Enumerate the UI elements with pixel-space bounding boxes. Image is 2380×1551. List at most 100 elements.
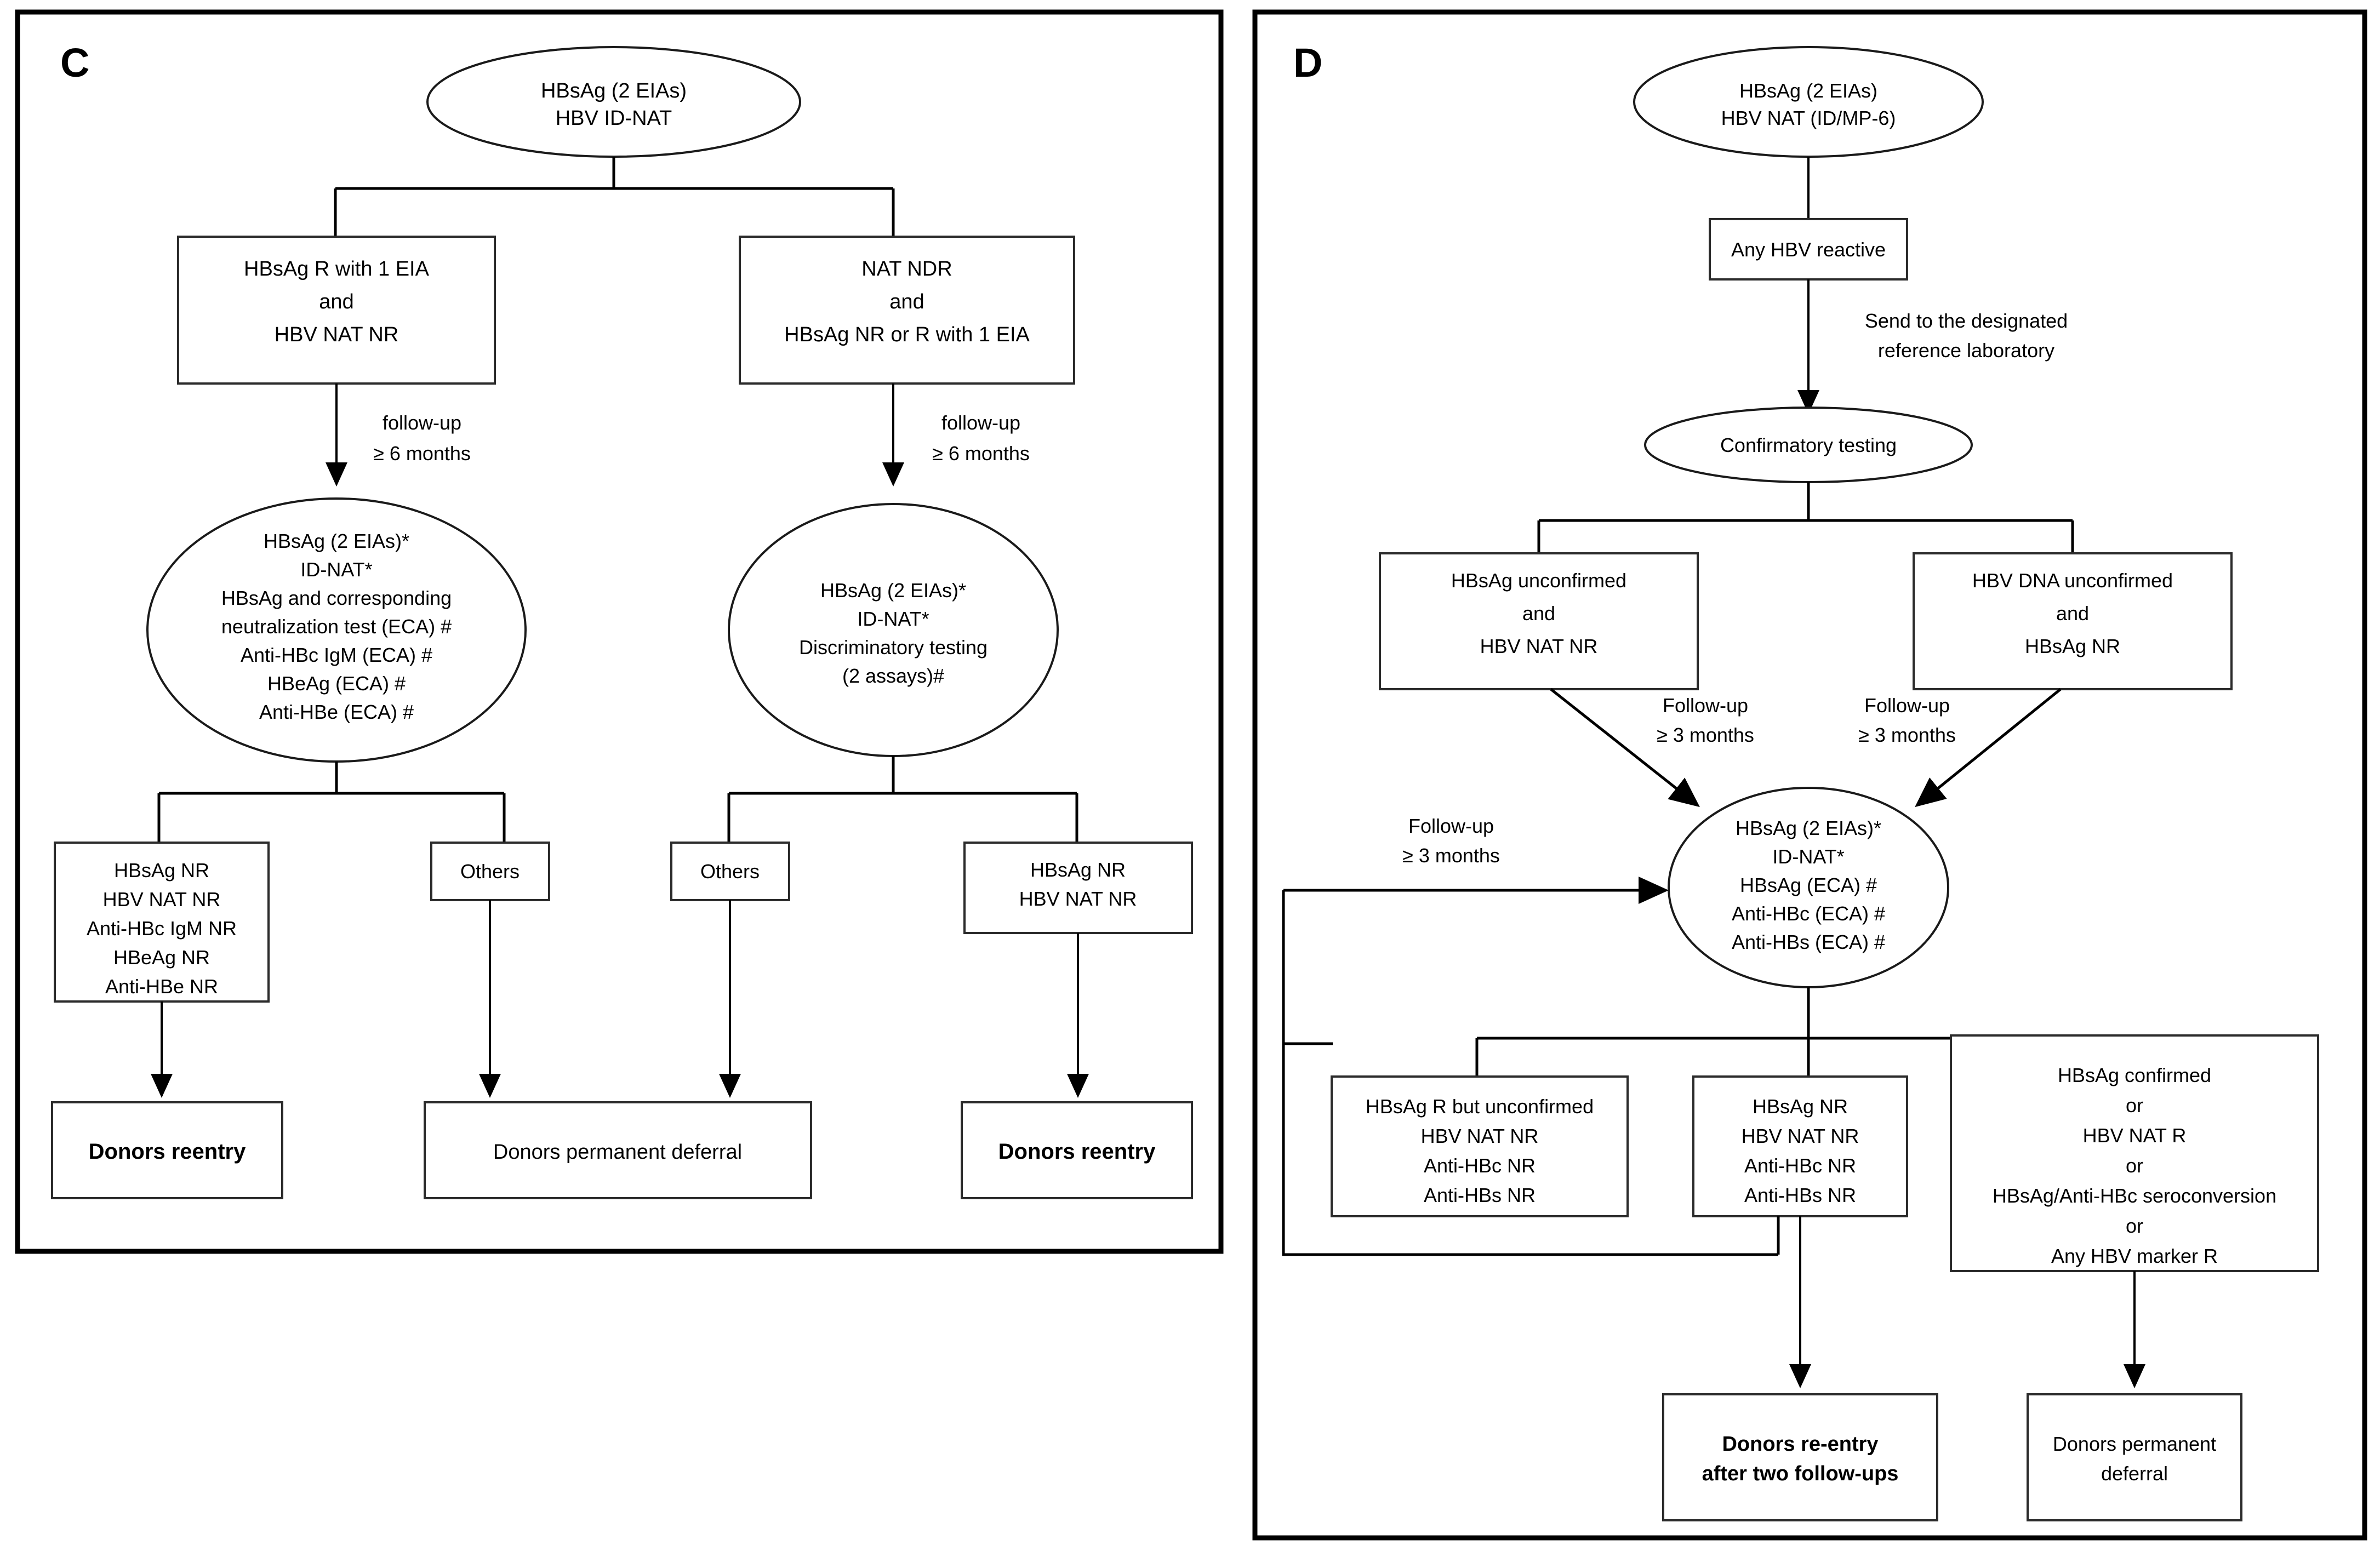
c-left-ellipse-l4: neutralization test (ECA) #	[221, 615, 452, 638]
c-root-line1: HBsAg (2 EIAs)	[541, 79, 687, 102]
c-left-box-l2: and	[319, 290, 353, 313]
c-right-box	[739, 236, 1075, 385]
d-right-followup-l2: ≥ 3 months	[1858, 724, 1956, 746]
d-center-l5: Anti-HBs (ECA) #	[1732, 931, 1885, 953]
c-outcome-box-1	[51, 1101, 283, 1199]
c-right-box-l1: NAT NDR	[861, 257, 952, 281]
d-confirmatory-label: Confirmatory testing	[1720, 434, 1897, 456]
d-outcome-mid-l1: HBsAg NR	[1753, 1095, 1848, 1118]
d-loop-rail-lower	[1282, 890, 1778, 1256]
c-result2-l1: HBsAg NR	[1030, 859, 1126, 881]
d-root-l2: HBV NAT (ID/MP-6)	[1721, 107, 1896, 129]
d-right-box-l2: and	[2056, 602, 2089, 625]
d-outcome-box-mid	[1692, 1075, 1908, 1217]
c-right-ellipse	[728, 503, 1059, 757]
d-root-ellipse	[1633, 46, 1984, 158]
c-result1-l3: Anti-HBc IgM NR	[87, 917, 237, 940]
d-outcome-right-l1: HBsAg confirmed	[2058, 1064, 2211, 1086]
c-left-ellipse-l6: HBeAg (ECA) #	[267, 672, 406, 695]
d-left-diag-arrow	[1550, 688, 1700, 808]
d-final-reentry-box	[1662, 1393, 1938, 1521]
d-left-box-l2: and	[1522, 602, 1555, 625]
d-right-box-l3: HBsAg NR	[2025, 635, 2120, 657]
d-outcome-mid-l3: Anti-HBc NR	[1744, 1154, 1856, 1177]
c-left-followup-l2: ≥ 6 months	[373, 442, 471, 465]
c-outcome-box-2	[424, 1101, 812, 1199]
d-outcome-box-left	[1331, 1075, 1629, 1217]
d-send-label-l2: reference laboratory	[1878, 339, 2054, 362]
d-outcome-left-l1: HBsAg R but unconfirmed	[1366, 1095, 1594, 1118]
d-right-diag-arrow	[1915, 688, 2062, 808]
d-outcome-box-right	[1950, 1034, 2319, 1272]
c-right-ellipse-l3: Discriminatory testing	[799, 636, 988, 659]
d-center-l1: HBsAg (2 EIAs)*	[1736, 817, 1881, 839]
c-outcome-box-3	[961, 1101, 1193, 1199]
d-center-l2: ID-NAT*	[1772, 845, 1844, 868]
c-others-box-1	[430, 842, 550, 901]
c-result1-l2: HBV NAT NR	[103, 888, 221, 911]
panel-d-letter: D	[1293, 40, 1322, 85]
d-right-box-l1: HBV DNA unconfirmed	[1972, 569, 2173, 592]
c-outcome3-label: Donors reentry	[998, 1140, 1156, 1164]
c-result-box-1	[54, 842, 270, 1003]
d-outcome-mid-l2: HBV NAT NR	[1742, 1125, 1859, 1147]
c-right-followup-l2: ≥ 6 months	[932, 442, 1030, 465]
d-left-box-l1: HBsAg unconfirmed	[1451, 569, 1626, 592]
c-others-box-2	[670, 842, 790, 901]
c-left-ellipse-l1: HBsAg (2 EIAs)*	[264, 530, 409, 552]
d-outcome-left-l2: HBV NAT NR	[1421, 1125, 1539, 1147]
c-result1-l4: HBeAg NR	[113, 946, 210, 969]
d-outcome-right-l7: Any HBV marker R	[2051, 1245, 2218, 1267]
d-right-followup-l1: Follow-up	[1864, 694, 1950, 717]
c-outcome1-label: Donors reentry	[89, 1140, 246, 1164]
c-right-ellipse-l1: HBsAg (2 EIAs)*	[820, 579, 966, 602]
c-left-ellipse-l7: Anti-HBe (ECA) #	[259, 701, 414, 723]
d-right-box	[1913, 552, 2233, 690]
c-result2-l2: HBV NAT NR	[1019, 888, 1137, 910]
d-center-l3: HBsAg (ECA) #	[1740, 874, 1877, 896]
d-send-label-l1: Send to the designated	[1865, 310, 2068, 332]
d-outcome-left-l4: Anti-HBs NR	[1424, 1184, 1536, 1206]
d-outcome-left-l3: Anti-HBc NR	[1424, 1154, 1536, 1177]
c-left-box-l1: HBsAg R with 1 EIA	[244, 257, 430, 281]
d-outcome-right-l3: HBV NAT R	[2083, 1124, 2187, 1147]
d-left-box	[1379, 552, 1699, 690]
c-others1-label: Others	[460, 860, 520, 883]
panel-c-letter: C	[60, 40, 89, 85]
d-left-box-l3: HBV NAT NR	[1480, 635, 1598, 657]
d-any-reactive-label: Any HBV reactive	[1731, 238, 1886, 261]
d-final-reentry-l1: Donors re-entry	[1722, 1433, 1878, 1456]
d-loop-rail-upper	[1282, 890, 1333, 1045]
d-final-reentry-l2: after two follow-ups	[1702, 1462, 1899, 1485]
d-outcome-mid-l4: Anti-HBs NR	[1744, 1184, 1856, 1206]
panel-c-border	[15, 9, 1224, 1254]
d-outcome-right-l2: or	[2126, 1094, 2143, 1117]
c-left-ellipse-l5: Anti-HBc IgM (ECA) #	[241, 644, 432, 666]
c-outcome2-label: Donors permanent deferral	[493, 1141, 742, 1164]
c-right-box-l2: and	[889, 290, 924, 313]
d-any-reactive-box	[1709, 218, 1908, 281]
c-left-ellipse-l3: HBsAg and corresponding	[221, 587, 452, 609]
panel-d-border	[1252, 9, 2367, 1541]
d-outcome-right-l4: or	[2126, 1154, 2143, 1177]
c-left-followup-l1: follow-up	[383, 411, 461, 434]
c-result1-l1: HBsAg NR	[114, 859, 209, 882]
d-root-l1: HBsAg (2 EIAs)	[1739, 79, 1877, 102]
d-final-deferral-box	[2027, 1393, 2242, 1521]
c-right-followup-l1: follow-up	[941, 411, 1020, 434]
d-loop-followup-l2: ≥ 3 months	[1402, 844, 1500, 867]
d-loop-followup-l1: Follow-up	[1408, 815, 1494, 837]
c-right-ellipse-l4: (2 assays)#	[842, 665, 944, 687]
c-left-ellipse-l2: ID-NAT*	[300, 558, 372, 581]
c-right-ellipse-l2: ID-NAT*	[857, 608, 929, 630]
c-result-box-2	[963, 842, 1193, 934]
d-final-deferral-l1: Donors permanent	[2053, 1433, 2216, 1455]
d-left-followup-l1: Follow-up	[1663, 694, 1748, 717]
c-right-box-l3: HBsAg NR or R with 1 EIA	[784, 323, 1030, 346]
d-center-l4: Anti-HBc (ECA) #	[1732, 902, 1885, 925]
c-left-box-l3: HBV NAT NR	[275, 323, 399, 346]
c-result1-l5: Anti-HBe NR	[105, 975, 218, 998]
d-left-followup-l2: ≥ 3 months	[1657, 724, 1754, 746]
